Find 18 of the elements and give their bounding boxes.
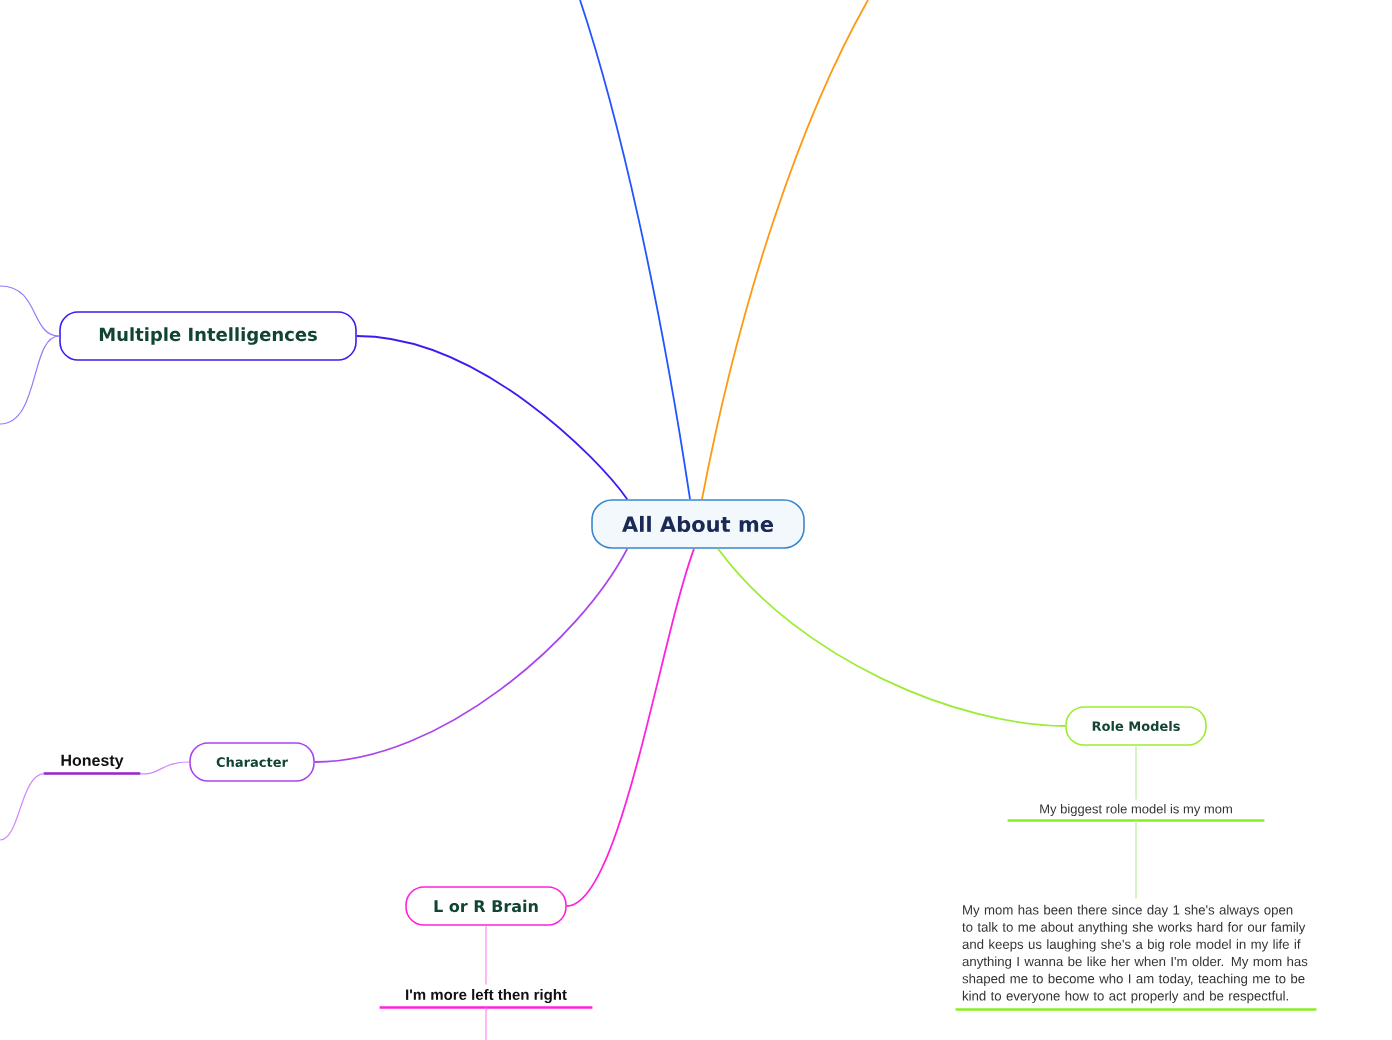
underlined-text: Honesty [43,754,141,775]
branch-line [485,925,487,986]
branch-line [1135,819,1137,900]
cut-off-branch-line [0,772,45,841]
central-topic-box: All About me [591,499,805,549]
topic-box: Multiple Intelligences [59,311,357,361]
branch-line [1135,745,1137,801]
cut-off-branch-line [579,0,691,501]
branch-line [355,335,629,501]
topic-box: L or R Brain [405,886,567,926]
cut-off-branch-line [0,285,60,337]
branch-line [717,547,1067,727]
cut-off-branch-line [0,335,60,425]
branch-line [565,547,695,907]
cut-off-branch-line [485,1006,487,1040]
branch-line [313,547,629,763]
branch-line [139,761,190,775]
cut-off-branch-line [701,0,869,501]
